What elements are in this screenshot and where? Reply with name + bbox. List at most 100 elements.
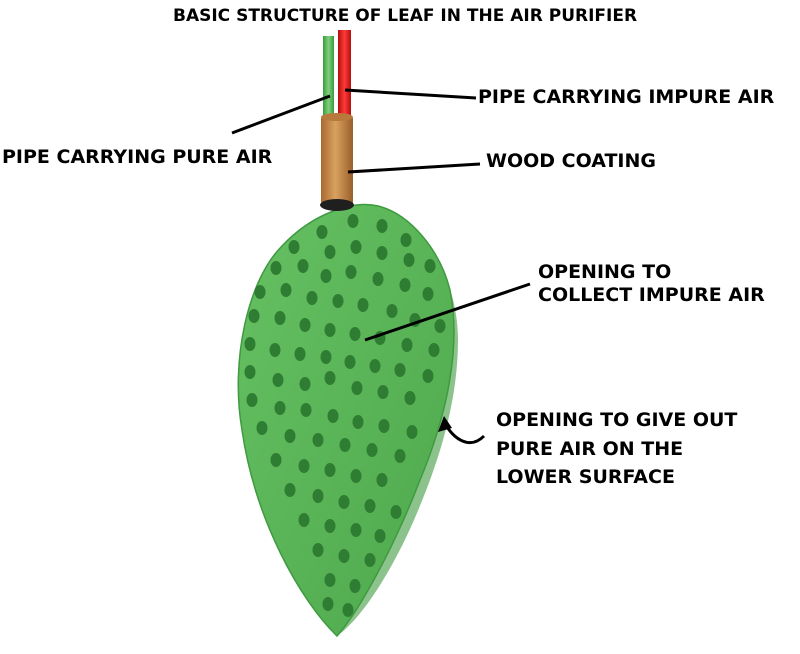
leaf-opening	[274, 311, 286, 325]
leaf-opening	[428, 343, 440, 357]
leaf-opening	[306, 291, 318, 305]
leaf-opening	[374, 529, 386, 543]
leaf-opening	[434, 319, 446, 333]
leaf-opening	[244, 365, 256, 379]
leader-impure-pipe	[344, 88, 477, 100]
leaf-opening	[401, 338, 413, 352]
leaf-opening	[345, 265, 357, 279]
leaf-opening	[376, 219, 388, 233]
leaf-opening	[298, 513, 310, 527]
leaf-opening	[378, 419, 390, 433]
leaf-opening	[284, 429, 296, 443]
leaf-opening	[270, 261, 282, 275]
leader-collect	[364, 282, 531, 342]
leaf-opening	[404, 391, 416, 405]
leaf-opening	[269, 343, 281, 357]
leaf-edge	[337, 290, 458, 636]
stem-opening	[320, 199, 354, 211]
leaf-opening	[320, 269, 332, 283]
wood-coating-top	[321, 113, 353, 121]
leaf-opening	[352, 415, 364, 429]
leaf-blade	[237, 203, 455, 638]
leaf-opening	[349, 579, 361, 593]
leaf-openings	[244, 214, 446, 617]
leaf-opening	[338, 549, 350, 563]
label-giveout-line-1: OPENING TO GIVE OUT	[496, 409, 738, 431]
leaf-opening	[372, 272, 384, 286]
leaf-opening	[386, 304, 398, 318]
leaf-opening	[246, 393, 258, 407]
leaf-opening	[284, 483, 296, 497]
leaf-opening	[324, 519, 336, 533]
leaf-opening	[338, 495, 350, 509]
label-collect-opening: OPENING TO COLLECT IMPURE AIR	[538, 261, 765, 307]
leaf-opening	[376, 246, 388, 260]
leaf-opening	[351, 381, 363, 395]
leaf-opening	[377, 385, 389, 399]
leaf-opening	[270, 453, 282, 467]
arrow-giveout-head	[438, 416, 452, 432]
leaf-opening	[324, 323, 336, 337]
diagram-title: BASIC STRUCTURE OF LEAF IN THE AIR PURIF…	[173, 6, 638, 26]
leaf-opening	[244, 337, 256, 351]
leaf-opening	[364, 553, 376, 567]
leaf-opening	[256, 421, 268, 435]
leaf-opening	[403, 253, 415, 267]
leader-pure-pipe	[231, 94, 331, 135]
leaf-opening	[300, 403, 312, 417]
leaf-opening	[312, 433, 324, 447]
leaf-opening	[422, 369, 434, 383]
leaf-opening	[297, 259, 309, 273]
leaf-opening	[324, 573, 336, 587]
leaf-opening	[324, 463, 336, 477]
leaf-opening	[324, 245, 336, 259]
leaf-opening	[349, 327, 361, 341]
leaf-opening	[357, 298, 369, 312]
leaf-opening	[347, 214, 359, 228]
leaf-opening	[312, 489, 324, 503]
leaf-opening	[280, 283, 292, 297]
leaf-opening	[327, 409, 339, 423]
leaf-opening	[339, 438, 351, 452]
pure-air-pipe	[323, 36, 334, 122]
leaf-opening	[399, 278, 411, 292]
label-collect-line-2: COLLECT IMPURE AIR	[538, 284, 765, 307]
leaf-opening	[299, 318, 311, 332]
impure-air-pipe	[338, 30, 351, 122]
leaf-opening	[272, 373, 284, 387]
leaf-opening	[406, 425, 418, 439]
leaf-opening	[332, 294, 344, 308]
label-giveout-line-3: LOWER SURFACE	[496, 466, 675, 488]
leaf-opening	[324, 371, 336, 385]
leaf-opening	[394, 449, 406, 463]
label-wood-coating: WOOD COATING	[486, 150, 656, 172]
leaf-opening	[344, 355, 356, 369]
leaf-opening	[288, 240, 300, 254]
label-pure-air-pipe: PIPE CARRYING PURE AIR	[2, 146, 273, 168]
leaf-opening	[322, 597, 334, 611]
leaf-opening	[312, 543, 324, 557]
leaf-opening	[350, 240, 362, 254]
wood-coating	[321, 116, 353, 208]
leaf-opening	[422, 287, 434, 301]
leaf-opening	[376, 473, 388, 487]
leaf-opening	[294, 347, 306, 361]
leaf-opening	[320, 350, 332, 364]
label-impure-air-pipe: PIPE CARRYING IMPURE AIR	[478, 86, 775, 108]
leaf-opening	[390, 505, 402, 519]
leaf-opening	[400, 233, 412, 247]
label-collect-line-1: OPENING TO	[538, 261, 672, 283]
leaf-opening	[298, 459, 310, 473]
leaf-opening	[350, 469, 362, 483]
leaf-opening	[299, 377, 311, 391]
leaf-opening	[342, 603, 354, 617]
leaf-opening	[394, 363, 406, 377]
leaf-opening	[316, 225, 328, 239]
leaf-opening	[364, 499, 376, 513]
leaf-opening	[274, 401, 286, 415]
label-giveout-opening: OPENING TO GIVE OUT PURE AIR ON THE LOWE…	[496, 406, 737, 492]
leaf-opening	[248, 309, 260, 323]
leader-wood	[347, 162, 481, 174]
